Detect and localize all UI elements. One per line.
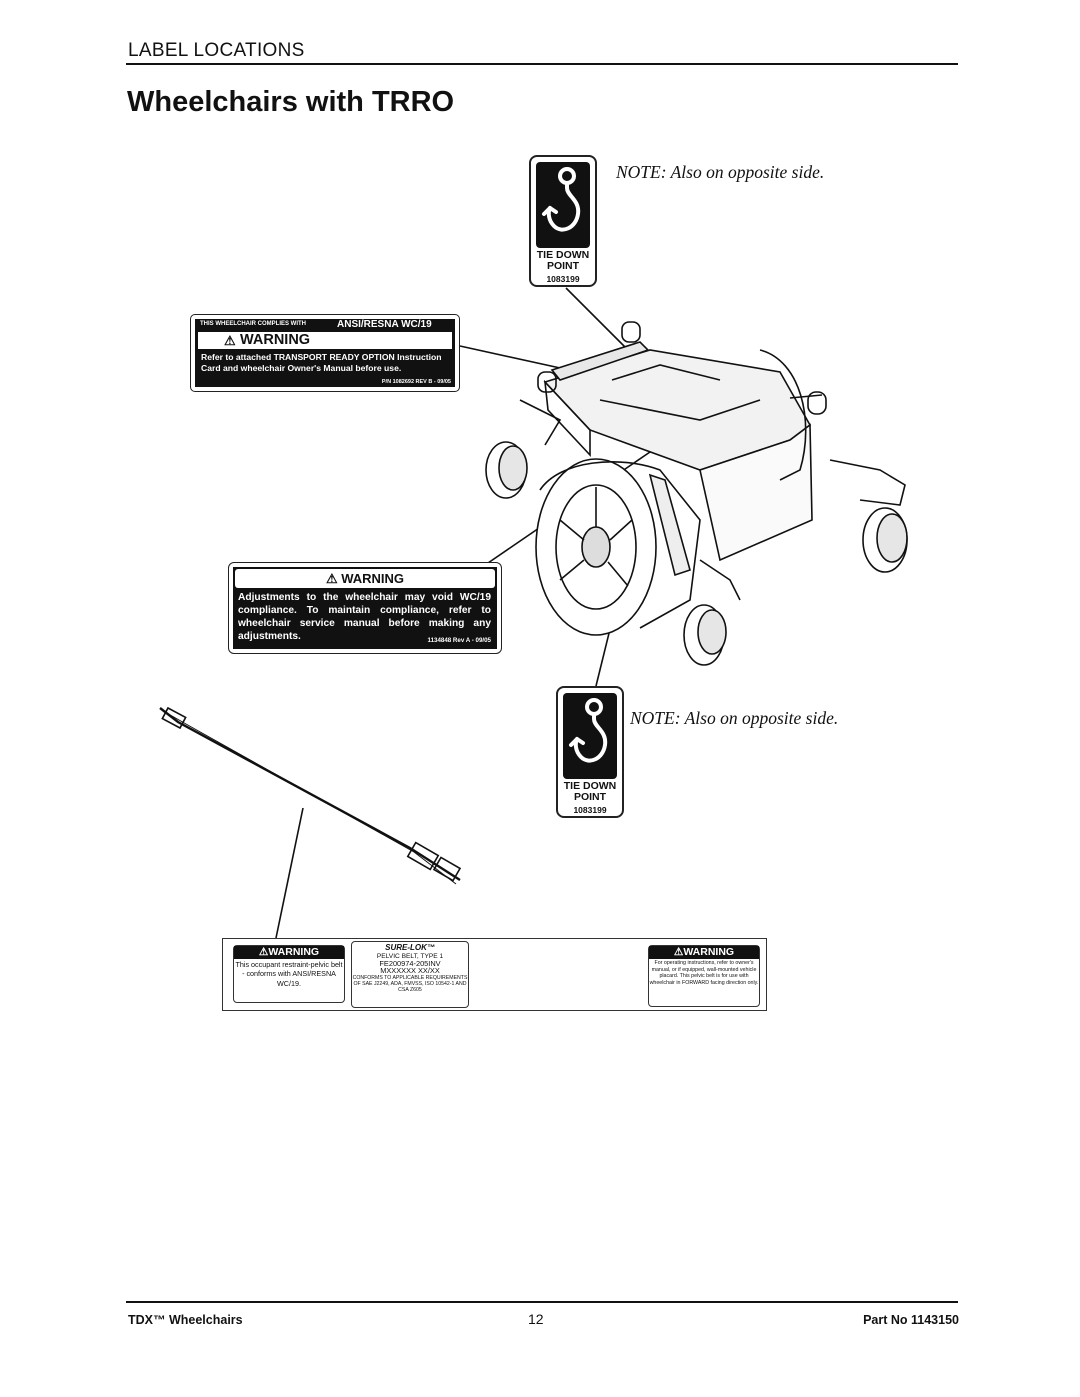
warning-heading-text: WARNING [683, 946, 735, 958]
warning-triangle-icon: ⚠ [224, 333, 236, 348]
note-top: NOTE: Also on opposite side. [616, 162, 825, 182]
belt-warning-right: ⚠WARNING For operating instructions, ref… [648, 945, 760, 1007]
tie-down-line1: TIE DOWN [563, 780, 617, 792]
page-number: 12 [528, 1311, 544, 1327]
warning-body: This occupant restraint-pelvic belt - co… [235, 960, 343, 988]
belt-serial: MXXXXXX XX/XX [380, 966, 440, 976]
top-divider [126, 63, 958, 65]
warning-heading: ⚠WARNING [234, 946, 344, 959]
brand-logo: SURE-LOK™ [385, 943, 435, 952]
warning-heading-text: WARNING [240, 332, 311, 348]
belt-model: FE200974-205INV [379, 959, 441, 969]
page-title: Wheelchairs with TRRO [127, 86, 455, 118]
belt-conformance: CONFORMS TO APPLICABLE REQUIREMENTS OF S… [352, 974, 468, 994]
tie-down-part: 1083199 [573, 805, 607, 815]
warning-body: Adjustments to the wheelchair may void W… [238, 592, 491, 642]
warning-heading-text: WARNING [341, 571, 405, 586]
hook-icon [536, 162, 590, 248]
tie-down-line2: POINT [546, 260, 580, 272]
ansi-warning-label: THIS WHEELCHAIR COMPLIES WITH ANSI/RESNA… [190, 314, 460, 392]
footer-product: TDX™ Wheelchairs [128, 1313, 243, 1327]
compliance-standard: ANSI/RESNA WC/19 [337, 319, 432, 330]
belt-label-strip: ⚠WARNING This occupant restraint-pelvic … [222, 938, 767, 1011]
warning-heading-text: WARNING [268, 946, 320, 958]
adjustment-warning-label: ⚠ WARNING Adjustments to the wheelchair … [228, 562, 502, 654]
belt-type: PELVIC BELT, TYPE 1 [376, 953, 444, 960]
warning-body: For operating instructions, refer to own… [649, 960, 759, 986]
warning-triangle-icon: ⚠ [673, 946, 684, 958]
warning-body: Refer to attached TRANSPORT READY OPTION… [201, 352, 442, 373]
tie-down-part: 1083199 [546, 274, 580, 284]
tie-down-label-bottom: TIE DOWN POINT 1083199 [556, 686, 624, 818]
bottom-divider [126, 1301, 958, 1303]
compliance-text: THIS WHEELCHAIR COMPLIES WITH [200, 321, 306, 327]
hook-icon [563, 693, 617, 779]
warning-heading: ⚠ WARNING [198, 332, 452, 349]
warning-heading: ⚠WARNING [649, 946, 759, 959]
warning-triangle-icon: ⚠ [258, 946, 269, 958]
footer-part-number: Part No 1143150 [863, 1313, 959, 1327]
tie-down-line1: TIE DOWN [536, 249, 590, 261]
warning-heading: ⚠ WARNING [235, 569, 495, 588]
belt-warning-left: ⚠WARNING This occupant restraint-pelvic … [233, 945, 345, 1003]
warning-triangle-icon: ⚠ [325, 571, 342, 586]
warning-part-number: P/N 1082692 REV B - 09/05 [381, 379, 451, 385]
note-bottom: NOTE: Also on opposite side. [630, 708, 839, 728]
tie-down-line2: POINT [573, 791, 607, 803]
section-label: LABEL LOCATIONS [128, 40, 305, 61]
warning-part-number: 1134848 Rev A - 09/05 [427, 637, 491, 644]
tie-down-label-top: TIE DOWN POINT 1083199 [529, 155, 597, 287]
belt-info-center: SURE-LOK™ PELVIC BELT, TYPE 1 FE200974-2… [351, 941, 469, 1008]
